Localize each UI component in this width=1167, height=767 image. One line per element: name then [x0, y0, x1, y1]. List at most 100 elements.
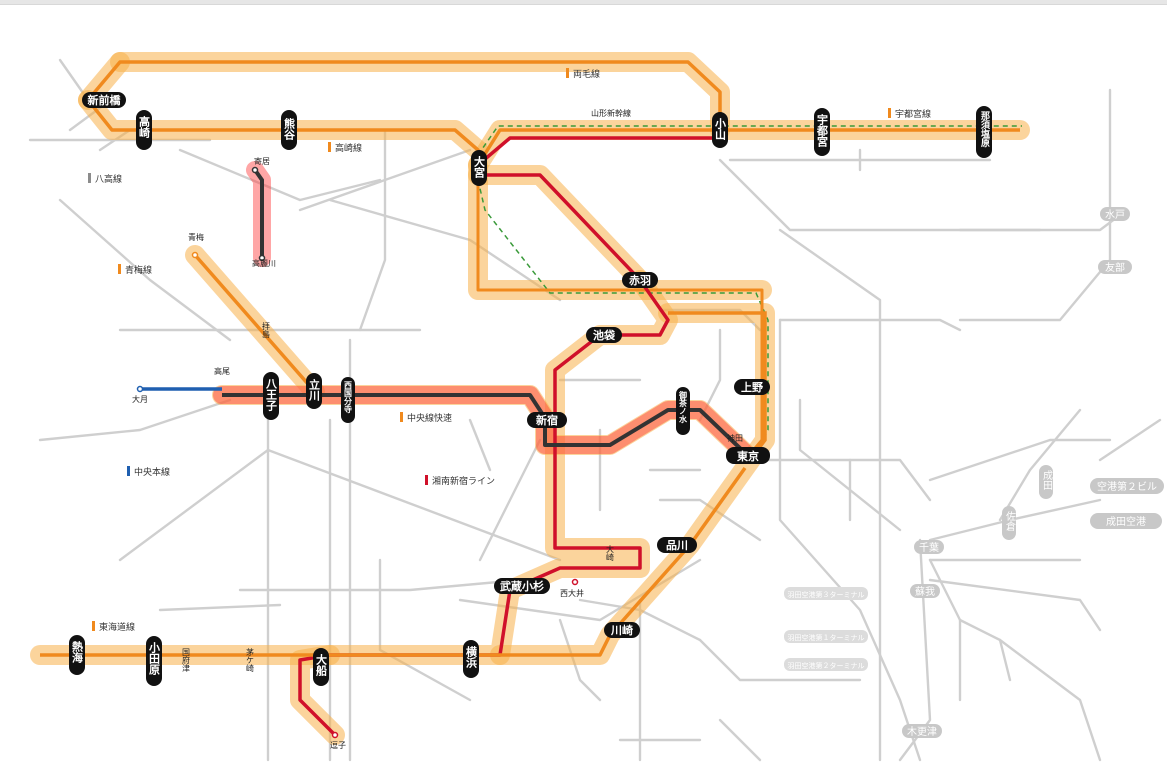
station-tokyo[interactable]: 東京: [726, 447, 770, 464]
yamagata-shinkansen: [477, 125, 1022, 156]
station-sakura[interactable]: 佐倉: [1002, 506, 1016, 540]
station-pills: 新前橋 赤羽 池袋 上野 新宿 東京 品川 武蔵小杉: [82, 92, 770, 638]
svg-text:新宿: 新宿: [536, 413, 558, 427]
station-shinagawa[interactable]: 品川: [657, 537, 697, 553]
svg-text:川崎: 川崎: [610, 623, 633, 637]
svg-text:空港第２ビル: 空港第２ビル: [1097, 480, 1157, 493]
station-atami[interactable]: 熱海: [69, 635, 85, 675]
svg-text:国府津: 国府津: [182, 648, 191, 673]
svg-text:両毛線: 両毛線: [573, 68, 600, 80]
svg-text:西大井: 西大井: [560, 588, 584, 598]
svg-text:高崎: 高崎: [138, 115, 151, 139]
station-ofuna[interactable]: 大船: [313, 648, 329, 686]
svg-text:木更津: 木更津: [907, 726, 937, 738]
svg-text:山形新幹線: 山形新幹線: [591, 108, 631, 118]
station-chiba[interactable]: 千葉: [914, 540, 944, 554]
station-omiya[interactable]: 大宮: [471, 150, 487, 186]
legend-ryomo: 両毛線: [566, 68, 600, 80]
svg-text:逗子: 逗子: [330, 741, 346, 750]
svg-text:成田: 成田: [1041, 470, 1053, 490]
svg-text:大船: 大船: [315, 653, 328, 677]
svg-text:大崎: 大崎: [606, 544, 615, 561]
svg-text:大宮: 大宮: [473, 155, 486, 179]
station-soga[interactable]: 蘇我: [910, 584, 940, 598]
svg-text:蘇我: 蘇我: [915, 585, 935, 598]
chuo-rapid-line: [222, 393, 747, 455]
svg-text:水戸: 水戸: [1105, 209, 1125, 221]
svg-text:熊谷: 熊谷: [283, 117, 296, 141]
svg-text:拝島: 拝島: [262, 321, 271, 339]
station-haneda-1[interactable]: 羽田空港第１ターミナル: [784, 630, 868, 643]
svg-text:宇都宮線: 宇都宮線: [895, 108, 931, 120]
svg-text:羽田空港第３ターミナル: 羽田空港第３ターミナル: [788, 590, 865, 599]
svg-text:横浜: 横浜: [465, 645, 478, 669]
station-kawasaki[interactable]: 川崎: [604, 622, 640, 638]
svg-text:那須塩原: 那須塩原: [979, 111, 991, 148]
svg-text:寄居: 寄居: [254, 156, 270, 166]
svg-text:東海道線: 東海道線: [99, 621, 135, 633]
svg-text:品川: 品川: [666, 539, 688, 552]
svg-text:青梅: 青梅: [188, 232, 204, 242]
station-kisarazu[interactable]: 木更津: [902, 724, 942, 738]
station-odawara[interactable]: 小田原: [146, 636, 162, 686]
svg-text:中央線快速: 中央線快速: [407, 412, 452, 424]
svg-text:小田原: 小田原: [148, 641, 162, 676]
station-oyama[interactable]: 小山: [712, 112, 728, 148]
svg-text:千葉: 千葉: [919, 541, 939, 554]
station-takasaki[interactable]: 高崎: [136, 110, 152, 150]
small-station-dots: [136, 166, 579, 739]
legend-hachiko: 八高線: [88, 173, 122, 185]
station-shinjuku[interactable]: 新宿: [527, 412, 567, 428]
route-lines: [40, 60, 1022, 737]
svg-text:武蔵小杉: 武蔵小杉: [500, 579, 544, 593]
ryomo-line: [86, 60, 722, 130]
legend-tokaido: 東海道線: [92, 621, 135, 633]
svg-text:茅ケ崎: 茅ケ崎: [246, 647, 255, 672]
svg-text:湘南新宿ライン: 湘南新宿ライン: [432, 475, 495, 487]
legend-shonan-shinjuku: 湘南新宿ライン: [425, 475, 495, 487]
svg-text:中央本線: 中央本線: [134, 466, 170, 478]
small-station-labels: 寄居 高麗川 青梅 拝島 高尾 大月 神田 大崎 西大井 逗子 国府津 茅ケ崎 …: [132, 108, 743, 750]
station-ochanomizu[interactable]: 御茶ノ水: [676, 387, 690, 435]
svg-text:羽田空港第２ターミナル: 羽田空港第２ターミナル: [788, 661, 865, 670]
svg-text:高麗川: 高麗川: [252, 258, 276, 268]
station-utsunomiya[interactable]: 宇都宮: [814, 108, 830, 156]
ome-line: [193, 253, 317, 394]
station-musashikosugi[interactable]: 武蔵小杉: [494, 578, 550, 594]
svg-text:池袋: 池袋: [593, 328, 616, 342]
svg-text:八王子: 八王子: [265, 378, 279, 412]
station-kumagaya[interactable]: 熊谷: [281, 110, 297, 150]
svg-text:成田空港: 成田空港: [1106, 515, 1146, 528]
station-narita[interactable]: 成田: [1039, 465, 1053, 499]
svg-text:熱海: 熱海: [71, 640, 84, 664]
vertical-station-pills: 高崎 熊谷 大宮 小山 宇都宮 那須塩原 八王子 立川: [69, 106, 992, 686]
station-ikebukuro[interactable]: 池袋: [586, 327, 622, 343]
svg-text:立川: 立川: [308, 378, 322, 401]
line-legend: 両毛線 宇都宮線 高崎線 八高線 青梅線 中央線快速 中央本線 湘南新宿ライン …: [88, 68, 931, 633]
station-mito[interactable]: 水戸: [1100, 207, 1130, 221]
station-akabane[interactable]: 赤羽: [622, 272, 658, 288]
station-hachioji[interactable]: 八王子: [263, 372, 279, 420]
station-airport-t2[interactable]: 空港第２ビル: [1090, 478, 1164, 494]
station-nasushiobara[interactable]: 那須塩原: [976, 106, 992, 158]
svg-text:宇都宮: 宇都宮: [816, 113, 830, 148]
svg-text:御茶ノ水: 御茶ノ水: [678, 390, 688, 424]
station-ueno[interactable]: 上野: [734, 379, 770, 395]
svg-text:上野: 上野: [741, 380, 763, 394]
legend-ome: 青梅線: [118, 264, 152, 276]
station-narita-airport[interactable]: 成田空港: [1090, 513, 1162, 529]
svg-text:赤羽: 赤羽: [629, 273, 651, 287]
station-tachikawa[interactable]: 立川: [306, 373, 322, 409]
hachiko-line: [253, 168, 264, 258]
station-haneda-2[interactable]: 羽田空港第２ターミナル: [784, 658, 868, 671]
station-yokohama[interactable]: 横浜: [463, 640, 479, 678]
station-haneda-3[interactable]: 羽田空港第３ターミナル: [784, 587, 868, 600]
railway-map[interactable]: 新前橋 赤羽 池袋 上野 新宿 東京 品川 武蔵小杉: [0, 5, 1167, 767]
station-nishikokubunji[interactable]: 西国分寺: [341, 377, 355, 423]
omiya-ueno-line: [476, 178, 764, 461]
svg-text:青梅線: 青梅線: [125, 264, 152, 276]
legend-takasaki: 高崎線: [328, 142, 362, 154]
station-shinmaebashi[interactable]: 新前橋: [82, 92, 126, 108]
station-tomobe[interactable]: 友部: [1098, 260, 1132, 274]
svg-text:友部: 友部: [1105, 261, 1125, 274]
